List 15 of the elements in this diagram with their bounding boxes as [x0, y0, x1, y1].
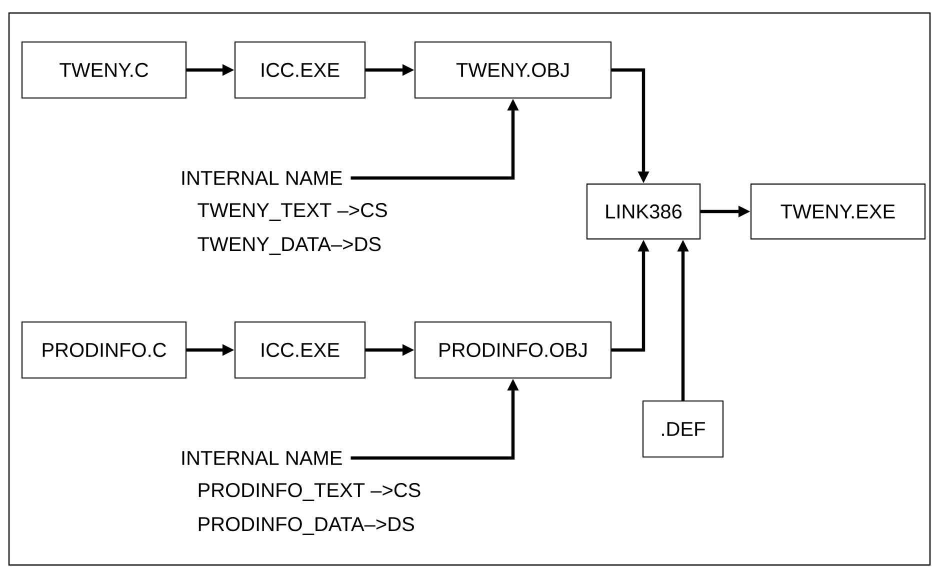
file-box: TWENY.C [21, 41, 187, 99]
file-box: ICC.EXE [234, 41, 366, 99]
file-box: TWENY.EXE [750, 184, 926, 240]
file-box: TWENY.OBJ [414, 41, 612, 99]
file-box: PRODINFO.C [21, 321, 187, 379]
segment-label: TWENY_DATA–>DS [198, 237, 381, 255]
name-label: INTERNAL NAME [182, 171, 342, 185]
file-box: PRODINFO.OBJ [414, 321, 612, 379]
segment-label: PRODINFO_TEXT –>CS [198, 483, 420, 501]
segment-label: PRODINFO_DATA–>DS [198, 517, 414, 535]
segment-label: TWENY_TEXT –>CS [198, 203, 387, 221]
file-box: ICC.EXE [234, 321, 366, 379]
file-box: .DEF [642, 400, 724, 458]
name-label: INTERNAL NAME [182, 451, 342, 465]
file-box: LINK386 [586, 184, 701, 240]
